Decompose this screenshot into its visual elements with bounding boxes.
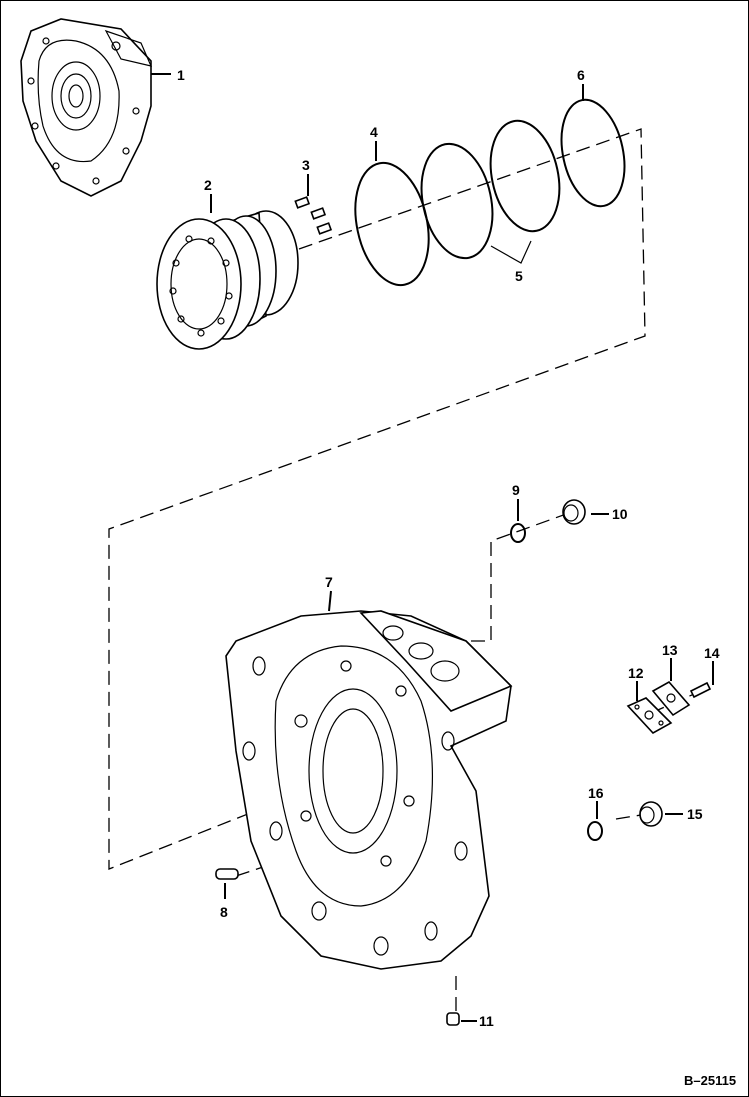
callout-3: 3 (302, 157, 310, 173)
callout-10: 10 (612, 506, 628, 522)
callout-12: 12 (628, 665, 644, 681)
part-8-pin (215, 868, 239, 880)
callout-7: 7 (325, 574, 333, 590)
figure-reference-number: B–25115 (684, 1073, 736, 1088)
part-13-cover-plate (651, 680, 691, 717)
part-14-bolt (689, 681, 712, 699)
part-12-gasket (626, 697, 673, 735)
callout-13: 13 (662, 642, 678, 658)
callout-1: 1 (177, 67, 185, 83)
part-2-rotor (156, 210, 299, 350)
leader-lines (151, 73, 714, 1022)
callout-8: 8 (220, 904, 228, 920)
callout-4: 4 (370, 124, 378, 140)
callout-labels: 1 2 3 4 5 6 7 8 9 10 11 12 13 14 15 16 (177, 67, 720, 1029)
part-16-o-ring (587, 821, 603, 841)
part-5-seal-rings (420, 119, 561, 264)
part-3-springs (294, 196, 333, 235)
part-9-o-ring (510, 523, 526, 543)
callout-14: 14 (704, 645, 720, 661)
part-6-seal-ring (560, 98, 626, 208)
part-4-seal-ring (354, 161, 430, 287)
callout-5: 5 (515, 268, 523, 284)
callout-15: 15 (687, 806, 703, 822)
part-11-plug (446, 1012, 460, 1026)
callout-9: 9 (512, 482, 520, 498)
callout-2: 2 (204, 177, 212, 193)
part-7-main-housing (225, 610, 513, 970)
callout-6: 6 (577, 67, 585, 83)
callout-16: 16 (588, 785, 604, 801)
part-15-plug (639, 801, 663, 827)
callout-11: 11 (479, 1013, 494, 1029)
part-1-motor-housing (20, 18, 153, 197)
part-10-plug (562, 499, 586, 525)
